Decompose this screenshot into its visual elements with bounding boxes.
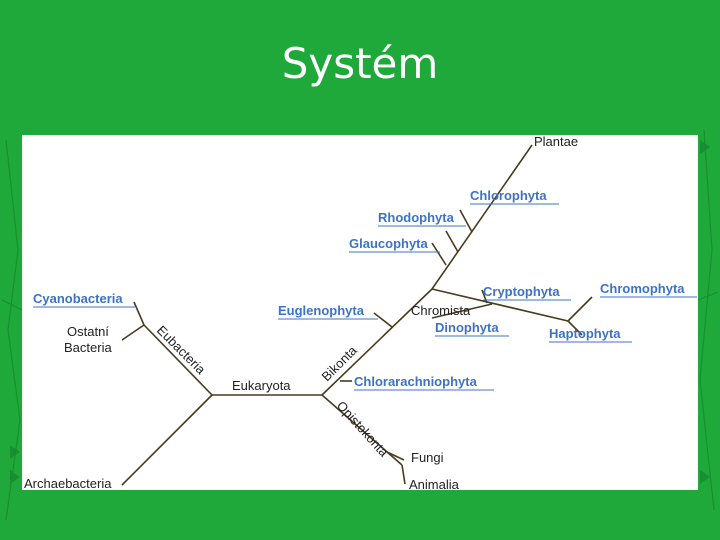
branch-animalia	[402, 465, 405, 484]
label-chlorarachniophyta: Chlorarachniophyta	[354, 374, 478, 389]
branch-chromophyta	[568, 297, 592, 321]
label-chromista: Chromista	[411, 303, 471, 318]
branch-chlorophyta	[460, 210, 472, 232]
label-plantae: Plantae	[534, 135, 578, 149]
label-cyanobacteria: Cyanobacteria	[33, 291, 123, 306]
label-opistokonta: Opistokonta	[334, 398, 392, 460]
label-dinophyta: Dinophyta	[435, 320, 499, 335]
branch-ostatni-bacteria	[122, 325, 144, 340]
slide-title: Systém	[0, 38, 720, 90]
label-animalia: Animalia	[409, 477, 460, 490]
label-rhodophyta: Rhodophyta	[378, 210, 455, 225]
phylogenetic-tree: Plantae Chlorophyta Rhodophyta Glaucophy…	[22, 135, 698, 490]
label-haptophyta: Haptophyta	[549, 326, 621, 341]
branch-cyanobacteria	[134, 302, 144, 325]
label-eukaryota: Eukaryota	[232, 378, 291, 393]
label-glaucophyta: Glaucophyta	[349, 236, 429, 251]
label-eubacteria: Eubacteria	[154, 323, 209, 378]
label-bacteria: Bacteria	[64, 340, 112, 355]
branch-archaebacteria	[122, 395, 212, 485]
label-fungi: Fungi	[411, 450, 444, 465]
label-cryptophyta: Cryptophyta	[483, 284, 560, 299]
branch-glaucophyta	[432, 243, 446, 265]
branch-euglenophyta	[374, 313, 392, 327]
label-archaebacteria: Archaebacteria	[24, 476, 112, 490]
label-chlorophyta: Chlorophyta	[470, 188, 547, 203]
branch-rhodophyta	[446, 231, 458, 252]
phylogenetic-tree-panel: Plantae Chlorophyta Rhodophyta Glaucophy…	[22, 135, 698, 490]
label-ostatni: Ostatní	[67, 324, 109, 339]
label-euglenophyta: Euglenophyta	[278, 303, 365, 318]
label-chromophyta: Chromophyta	[600, 281, 685, 296]
